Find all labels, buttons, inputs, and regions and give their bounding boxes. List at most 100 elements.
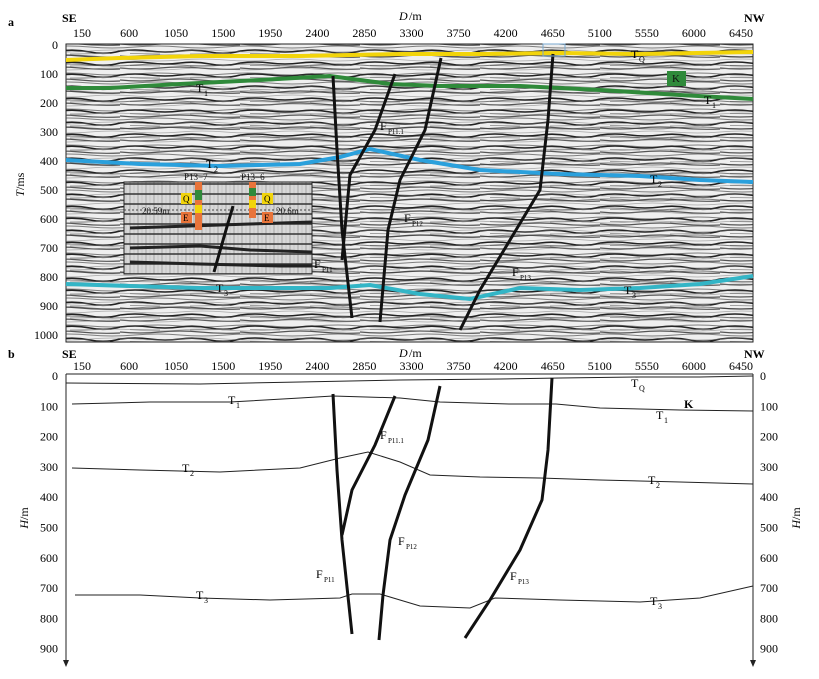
x-tick-label: 3300: [400, 359, 424, 373]
label-t2-right-b: T 2: [648, 473, 660, 490]
y-tick-label: 200: [760, 430, 778, 444]
svg-text:2: 2: [190, 469, 194, 478]
svg-text:F: F: [314, 257, 321, 271]
y-tick-label: 0: [52, 369, 58, 383]
svg-text:F: F: [380, 428, 387, 442]
y-tick-label: 500: [40, 521, 58, 535]
label-t1-right-b: T 1: [656, 408, 668, 425]
svg-text:P11: P11: [324, 576, 335, 584]
svg-text:P11.1: P11.1: [388, 128, 404, 136]
panel-b-left-dir: SE: [62, 347, 77, 361]
y-tick-label: 400: [40, 154, 58, 168]
svg-text:1: 1: [712, 101, 716, 110]
y-tick-label: 300: [760, 460, 778, 474]
svg-text:/m: /m: [409, 9, 422, 23]
x-tick-label: 1050: [164, 359, 188, 373]
x-tick-label: 600: [120, 26, 138, 40]
label-t3-left-a: T 3: [216, 281, 228, 298]
y-tick-label: 700: [40, 581, 58, 595]
k-label-a: K: [672, 73, 680, 85]
y-tick-label: 600: [40, 551, 58, 565]
x-tick-label: 1050: [164, 26, 188, 40]
label-t1-left-b: T 1: [228, 393, 240, 410]
left-axis-arrow: [63, 660, 69, 667]
y-tick-label: 900: [40, 642, 58, 656]
x-tick-label: 4200: [494, 359, 518, 373]
svg-text:F: F: [316, 567, 323, 581]
svg-text:2: 2: [658, 180, 662, 189]
right-axis-arrow: [750, 660, 756, 667]
svg-text:T: T: [216, 281, 224, 295]
x-tick-label: 2400: [305, 359, 329, 373]
fault-fp12-b: [377, 385, 442, 641]
svg-text:2: 2: [656, 481, 660, 490]
y-tick-label: 900: [760, 642, 778, 656]
x-tick-label: 5100: [588, 26, 612, 40]
x-tick-label: 150: [73, 359, 91, 373]
label-t3-right-b: T 3: [650, 594, 662, 611]
y-tick-label: 400: [760, 490, 778, 504]
svg-text:F: F: [380, 119, 387, 133]
x-tick-label: 3750: [447, 26, 471, 40]
well-marker-box: [542, 43, 566, 57]
svg-text:E: E: [183, 213, 189, 223]
x-tick-label: 1500: [211, 26, 235, 40]
x-tick-label: 3750: [447, 359, 471, 373]
horizon-tq-b: [65, 375, 754, 385]
x-tick-label: 6450: [729, 26, 753, 40]
svg-text:T: T: [704, 93, 712, 107]
svg-text:3: 3: [224, 289, 228, 298]
fault-fp11-b: [331, 393, 354, 635]
label-t1-left-a: T 1: [196, 81, 208, 98]
svg-text:T: T: [196, 81, 204, 95]
x-tick-label: 4200: [494, 26, 518, 40]
svg-text:P11.1: P11.1: [388, 437, 404, 445]
panel-a-x-axis-title: D /m: [398, 9, 422, 23]
fault-fp11-1-a: [340, 73, 397, 261]
svg-text:P12: P12: [412, 220, 423, 228]
y-tick-label: 400: [40, 490, 58, 504]
svg-text:T: T: [13, 189, 27, 197]
svg-text:T: T: [182, 461, 190, 475]
svg-text:H: H: [17, 519, 31, 530]
svg-text:Q: Q: [264, 194, 271, 204]
x-tick-label: 1950: [258, 359, 282, 373]
x-tick-label: 1500: [211, 359, 235, 373]
svg-text:F: F: [510, 569, 517, 583]
svg-text:T: T: [228, 393, 236, 407]
k-label-b: K: [684, 397, 694, 411]
svg-text:/m: /m: [789, 507, 803, 520]
well-label-2: P13−6: [241, 172, 265, 182]
x-tick-label: 5100: [588, 359, 612, 373]
y-tick-label: 800: [760, 611, 778, 625]
x-tick-label: 600: [120, 359, 138, 373]
svg-text:F: F: [512, 265, 519, 279]
horizon-t3-b: [75, 585, 754, 609]
horizon-t3-a: [65, 274, 754, 302]
y-tick-label: 0: [760, 369, 766, 383]
y-tick-label: 700: [40, 241, 58, 255]
svg-text:D: D: [398, 346, 408, 360]
y-tick-label: 600: [760, 551, 778, 565]
fault-fp11-a: [331, 75, 354, 319]
fault-fp13-b: [463, 377, 554, 639]
svg-text:Q: Q: [639, 384, 645, 393]
inset-reflector-2: [129, 244, 313, 254]
y-tick-label: 200: [40, 96, 58, 110]
x-tick-label: 3300: [400, 26, 424, 40]
svg-text:/ms: /ms: [13, 172, 27, 190]
k-box-a: [667, 71, 686, 86]
q-box-1: [181, 193, 192, 204]
y-tick-label: 300: [40, 460, 58, 474]
well-label-1: P13−7: [184, 172, 208, 182]
label-fp13-a: F P13: [512, 265, 531, 282]
svg-text:T: T: [656, 408, 664, 422]
panel-b-y-axis-title-right: H /m: [789, 507, 803, 530]
label-t3-right-a: T 3: [624, 283, 636, 300]
x-tick-label: 2850: [352, 359, 376, 373]
svg-text:2: 2: [214, 165, 218, 174]
